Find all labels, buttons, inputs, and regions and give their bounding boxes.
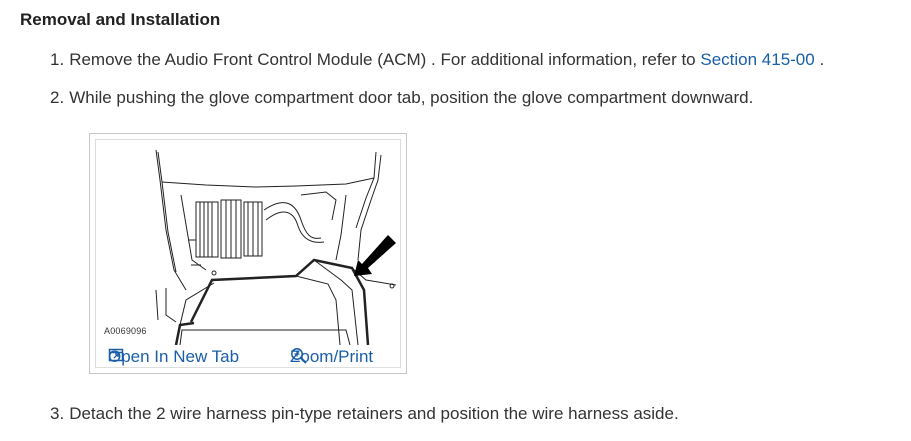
- step-number: 1.: [50, 50, 65, 69]
- figure-inner: A0069096 Open In New Tab Zoom/Print: [95, 139, 401, 368]
- step-1: 1.Remove the Audio Front Control Module …: [50, 50, 824, 70]
- figure-actions: Open In New Tab Zoom/Print: [96, 345, 400, 367]
- page-heading: Removal and Installation: [20, 10, 221, 29]
- step-number: 2.: [50, 88, 65, 107]
- figure-id-label: A0069096: [104, 326, 147, 336]
- step-text: While pushing the glove compartment door…: [69, 88, 754, 107]
- zoom-print-button[interactable]: Zoom/Print: [290, 347, 373, 367]
- step-2: 2.While pushing the glove compartment do…: [50, 88, 753, 108]
- step-3: 3.Detach the 2 wire harness pin-type ret…: [50, 404, 679, 424]
- open-in-new-tab-button[interactable]: Open In New Tab: [108, 347, 239, 367]
- step-number: 3.: [50, 404, 65, 423]
- step-text: Detach the 2 wire harness pin-type retai…: [69, 404, 679, 423]
- open-in-new-tab-label: Open In New Tab: [108, 347, 240, 366]
- pointer-arrow-icon: [354, 235, 396, 276]
- figure-box: A0069096 Open In New Tab Zoom/Print: [89, 133, 407, 374]
- open-in-new-tab-icon: [108, 348, 124, 362]
- step-text-after: .: [814, 50, 825, 69]
- section-link[interactable]: Section 415-00: [700, 50, 815, 69]
- zoom-magnifier-icon: [291, 348, 307, 364]
- zoom-print-label: Zoom/Print: [290, 347, 374, 366]
- glove-compartment-illustration: [155, 149, 397, 345]
- step-text: Remove the Audio Front Control Module (A…: [69, 50, 701, 69]
